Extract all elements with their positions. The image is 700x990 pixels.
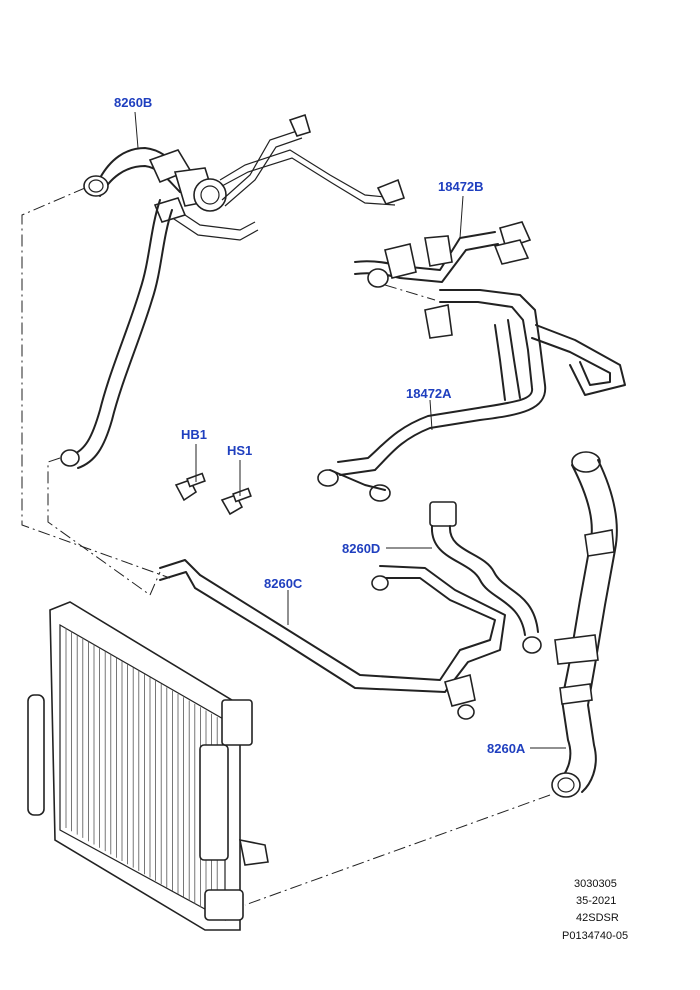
hose-8260A [551,451,618,798]
reference-line-1: 3030305 [574,878,617,890]
radiator [27,601,269,931]
hose-8260D [429,501,542,654]
leader-lines [134,111,566,749]
reference-line-2: 35-2021 [576,895,617,907]
hose-18472B [354,221,532,288]
assembly-lines [21,187,551,906]
hose-8260B [60,113,406,469]
label-HS1: HS1 [227,443,253,458]
label-18472A: 18472A [406,386,452,401]
label-HB1: HB1 [181,427,208,442]
label-8260A: 8260A [487,741,526,756]
reference-line-4: P0134740-05 [562,930,629,942]
label-18472B: 18472B [438,179,484,194]
label-8260D: 8260D [342,541,381,556]
bolt-HS1 [220,487,252,516]
hose-8260C [159,559,506,720]
bolt-HB1 [174,472,206,502]
reference-line-3: 42SDSR [576,912,619,924]
label-8260B: 8260B [114,95,153,110]
radiator-fins [65,628,218,918]
hose-18472A [317,289,626,502]
label-8260C: 8260C [264,576,303,591]
